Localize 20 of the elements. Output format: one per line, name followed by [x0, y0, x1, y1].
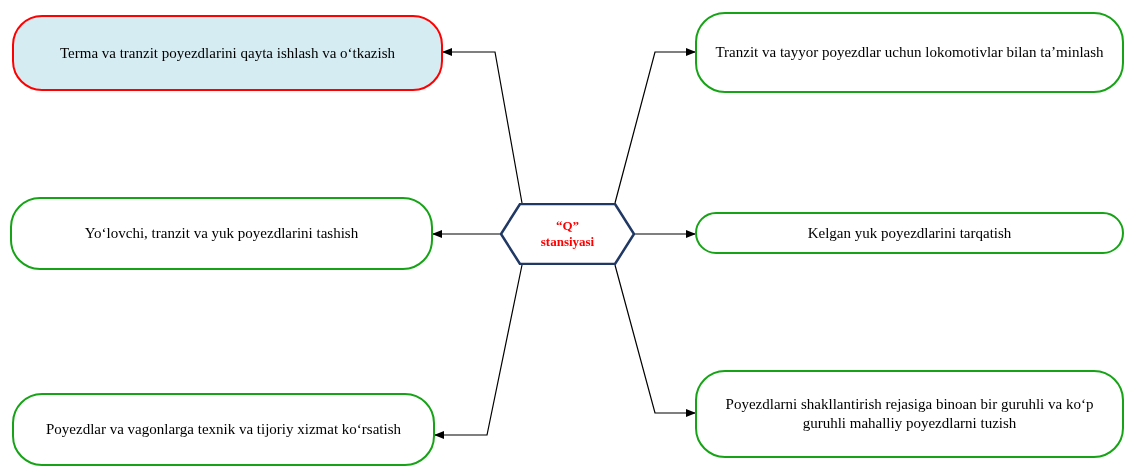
task-text: Tranzit va tayyor poyezdlar uchun lokomotivlar bilan ta’minlash [715, 43, 1104, 62]
arrow [614, 264, 696, 417]
arrow [434, 264, 523, 439]
task-text: Poyezdlar va vagonlarga texnik va tijoriy xizmat ko‘rsatish [45, 420, 401, 439]
task-box [695, 370, 1124, 458]
hexagon-node [500, 203, 635, 265]
task-text: Terma va tranzit poyezdlarini qayta ishlash va o‘tkazish [59, 43, 396, 63]
arrow [634, 230, 696, 238]
arrow [442, 48, 523, 204]
task-box [12, 393, 435, 466]
task-text: Yo‘lovchi, tranzit va yuk poyezdlarini tashish [84, 224, 359, 243]
task-box [695, 212, 1124, 254]
task-box [12, 15, 443, 91]
task-box [10, 197, 433, 270]
task-text: Poyezdlarni shakllantirish rejasiga binoan bir guruhli va ko‘p guruhli mahalliy poyezdlarni tuzish [724, 395, 1095, 433]
task-box [695, 12, 1124, 93]
arrow [432, 230, 501, 238]
task-text: Kelgan yuk poyezdlarini tarqatish [807, 223, 1012, 243]
station-label: “Q” stansiyasi [539, 217, 596, 251]
arrow [614, 48, 696, 204]
